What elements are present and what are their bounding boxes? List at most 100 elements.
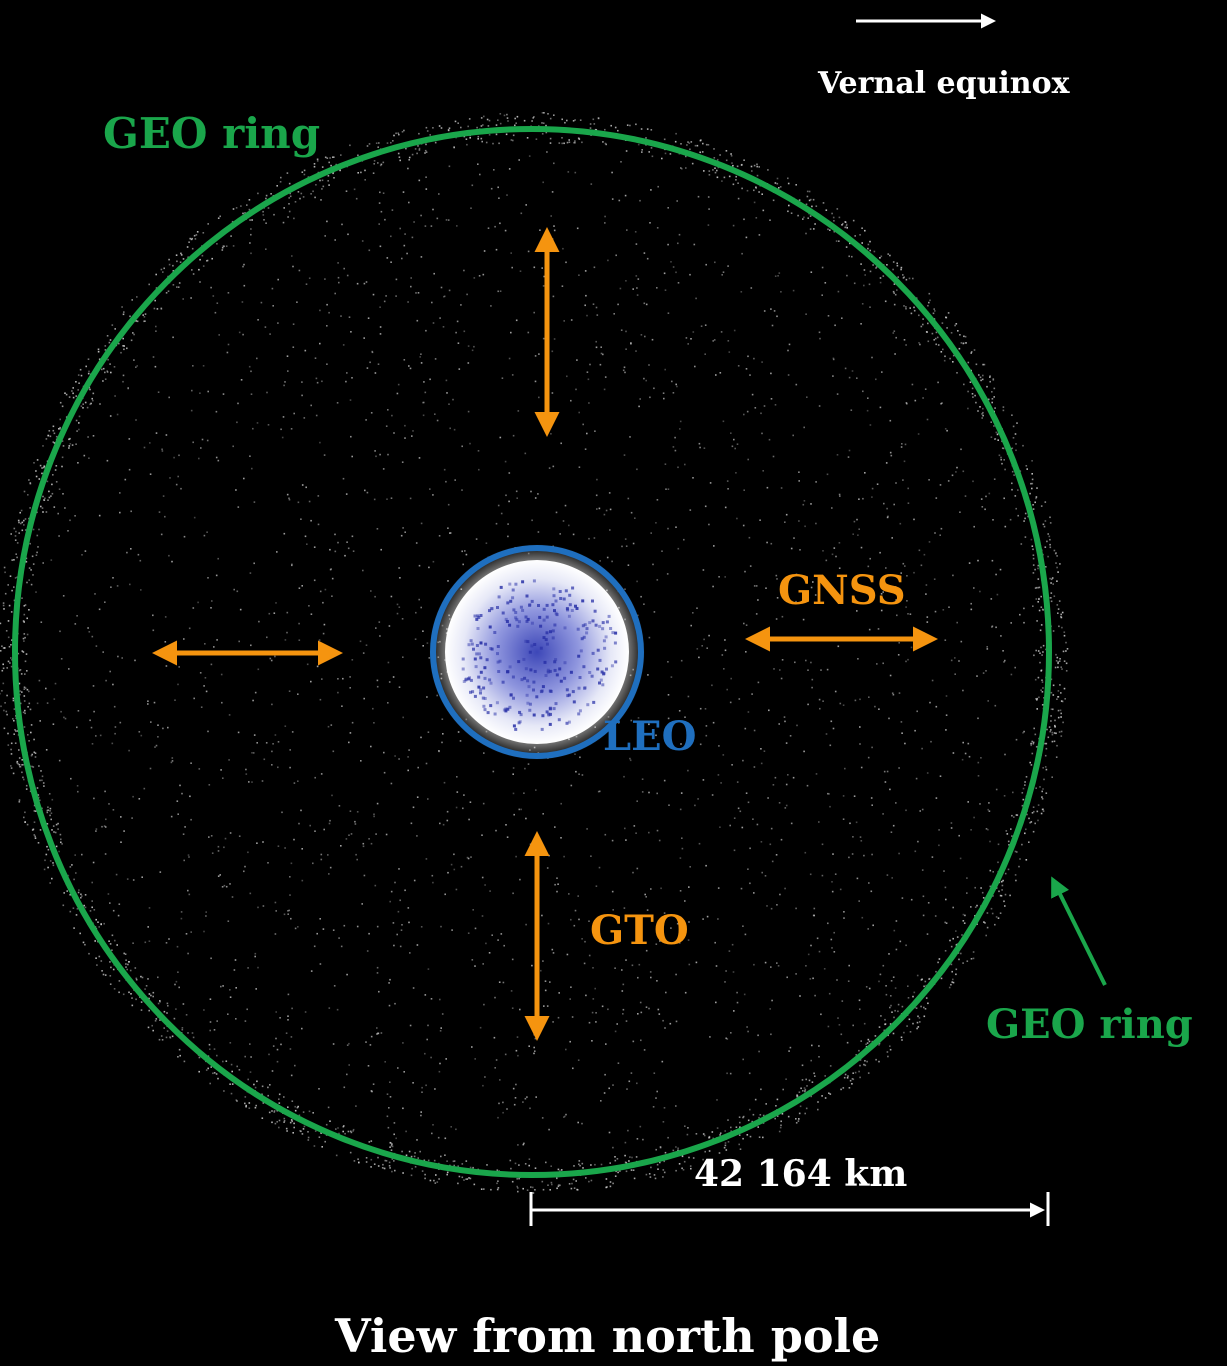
earth-speckle	[549, 630, 552, 634]
debris-dot	[884, 300, 887, 303]
debris-dot	[993, 387, 996, 390]
debris-dot	[522, 1101, 524, 1103]
debris-dot	[366, 367, 369, 369]
debris-dot	[635, 123, 637, 126]
debris-dot	[454, 120, 457, 123]
debris-dot	[901, 1039, 903, 1041]
debris-dot	[395, 132, 397, 135]
debris-dot	[652, 1106, 655, 1108]
debris-dot	[848, 255, 850, 258]
debris-dot	[365, 419, 367, 421]
debris-dot	[504, 1053, 507, 1056]
debris-dot	[1012, 437, 1015, 439]
debris-dot	[395, 295, 397, 297]
debris-dot	[441, 1013, 444, 1015]
debris-dot	[143, 787, 146, 790]
debris-dot	[231, 896, 234, 898]
debris-dot	[47, 866, 49, 869]
debris-dot	[86, 406, 89, 409]
earth-speckle	[582, 665, 586, 669]
debris-dot	[299, 197, 301, 200]
debris-dot	[1034, 822, 1036, 825]
debris-dot	[758, 166, 760, 168]
debris-dot	[349, 732, 352, 734]
debris-dot	[403, 359, 406, 361]
debris-dot	[404, 437, 406, 439]
debris-dot	[570, 918, 572, 921]
debris-dot	[664, 289, 667, 291]
debris-dot	[389, 1146, 391, 1148]
debris-dot	[439, 1030, 442, 1032]
debris-dot	[1043, 778, 1045, 781]
debris-dot	[516, 497, 518, 499]
debris-dot	[288, 498, 291, 501]
debris-dot	[703, 447, 706, 449]
debris-dot	[275, 602, 277, 604]
debris-dot	[664, 368, 666, 371]
debris-dot	[102, 651, 104, 653]
debris-dot	[442, 733, 444, 735]
debris-dot	[1035, 496, 1038, 498]
debris-dot	[6, 713, 8, 716]
debris-dot	[847, 980, 850, 982]
debris-dot	[753, 357, 755, 360]
debris-dot	[293, 838, 295, 841]
debris-dot	[604, 1073, 606, 1076]
debris-dot	[636, 867, 639, 870]
debris-dot	[316, 160, 319, 162]
debris-dot	[116, 413, 119, 416]
debris-dot	[300, 518, 302, 520]
debris-dot	[836, 208, 839, 210]
debris-dot	[287, 216, 289, 218]
debris-dot	[851, 1083, 853, 1085]
debris-dot	[120, 816, 122, 818]
debris-dot	[645, 1006, 648, 1008]
debris-dot	[829, 1065, 832, 1067]
debris-dot	[443, 781, 446, 784]
debris-dot	[2, 667, 5, 670]
debris-dot	[629, 1156, 631, 1158]
debris-dot	[293, 1122, 295, 1125]
debris-dot	[837, 645, 840, 648]
debris-dot	[595, 1012, 597, 1014]
debris-dot	[1001, 440, 1003, 443]
debris-dot	[236, 1100, 238, 1102]
debris-dot	[776, 1098, 779, 1101]
debris-dot	[876, 663, 878, 665]
debris-dot	[916, 974, 919, 977]
debris-dot	[724, 576, 726, 578]
debris-dot	[474, 965, 476, 967]
debris-dot	[84, 906, 87, 909]
debris-dot	[913, 991, 916, 994]
debris-dot	[570, 319, 573, 321]
debris-dot	[799, 995, 801, 997]
debris-dot	[426, 696, 428, 698]
debris-dot	[333, 156, 335, 158]
debris-dot	[771, 324, 774, 327]
debris-dot	[960, 640, 963, 643]
debris-dot	[968, 562, 971, 564]
debris-dot	[370, 745, 372, 748]
debris-dot	[672, 392, 675, 394]
debris-dot	[160, 268, 163, 271]
debris-dot	[770, 1033, 772, 1036]
debris-dot	[62, 904, 65, 907]
debris-dot	[418, 132, 420, 135]
debris-dot	[10, 742, 13, 745]
debris-dot	[2, 682, 5, 685]
debris-dot	[403, 129, 405, 132]
debris-dot	[859, 836, 862, 838]
debris-dot	[125, 966, 127, 968]
debris-dot	[123, 830, 125, 832]
debris-dot	[806, 784, 809, 787]
debris-dot	[1026, 813, 1028, 816]
debris-dot	[1055, 756, 1058, 758]
debris-dot	[1054, 724, 1056, 727]
debris-dot	[934, 337, 937, 340]
debris-dot	[900, 572, 902, 574]
debris-dot	[207, 390, 209, 393]
debris-dot	[886, 874, 889, 876]
debris-dot	[827, 922, 829, 925]
debris-dot	[371, 350, 373, 353]
debris-dot	[821, 1095, 823, 1097]
